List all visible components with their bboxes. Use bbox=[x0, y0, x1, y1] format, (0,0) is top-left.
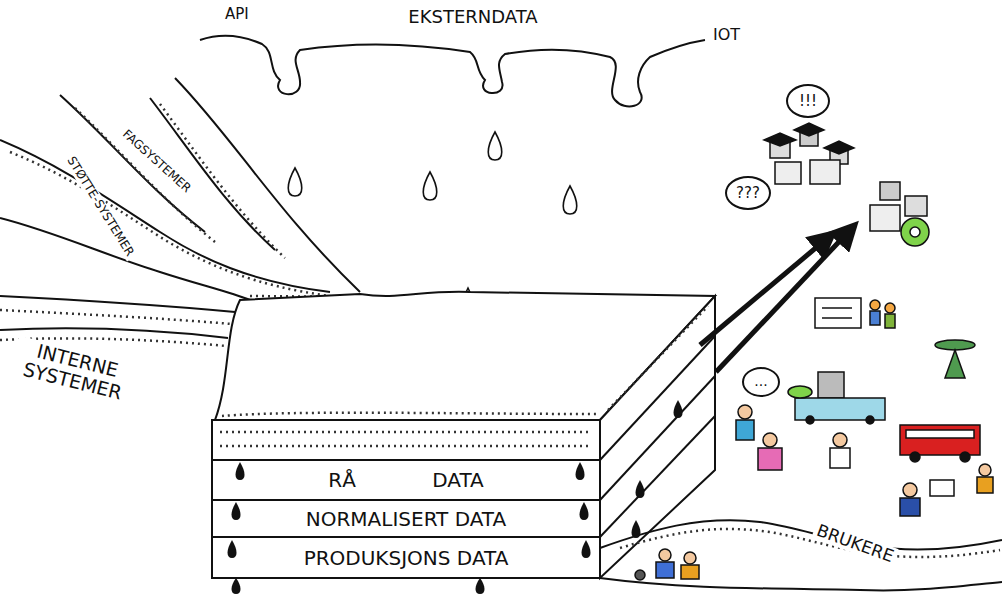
node-text: RÅ DATA bbox=[328, 469, 483, 491]
river-label: FAGSYSTEMER bbox=[118, 126, 196, 198]
node-text: EKSTERNDATA bbox=[408, 7, 537, 27]
cloud-line bbox=[200, 36, 705, 107]
speech-bubble: ??? bbox=[725, 176, 771, 210]
node-text: NORMALISERT DATA bbox=[306, 508, 506, 530]
users-river bbox=[600, 520, 1002, 590]
river-label: BRUKERE bbox=[811, 520, 899, 567]
node-text: !!! bbox=[799, 93, 817, 110]
users-bottom bbox=[635, 298, 993, 580]
source-label: IOT bbox=[710, 26, 743, 44]
data-band: NORMALISERT DATA bbox=[256, 501, 556, 536]
node-text: ... bbox=[754, 374, 767, 389]
node-text: ??? bbox=[736, 185, 760, 202]
users-stream bbox=[620, 529, 1000, 557]
river-label: INTERNE SYSTEMER bbox=[9, 335, 141, 406]
data-drips bbox=[228, 400, 683, 594]
rain-drops bbox=[288, 132, 577, 310]
speech-bubble: !!! bbox=[786, 84, 830, 118]
users-top bbox=[764, 123, 929, 246]
source-label: API bbox=[222, 6, 252, 23]
lake-texture bbox=[220, 306, 708, 446]
river-label: STØTTE-SYSTEMER bbox=[63, 152, 138, 261]
data-band: PRODUKSJONS DATA bbox=[256, 538, 556, 577]
data-band: RÅ DATA bbox=[256, 461, 556, 499]
cloud-label: EKSTERNDATA bbox=[368, 2, 578, 32]
speech-bubble: ... bbox=[742, 367, 780, 397]
node-text: PRODUKSJONS DATA bbox=[304, 547, 509, 569]
